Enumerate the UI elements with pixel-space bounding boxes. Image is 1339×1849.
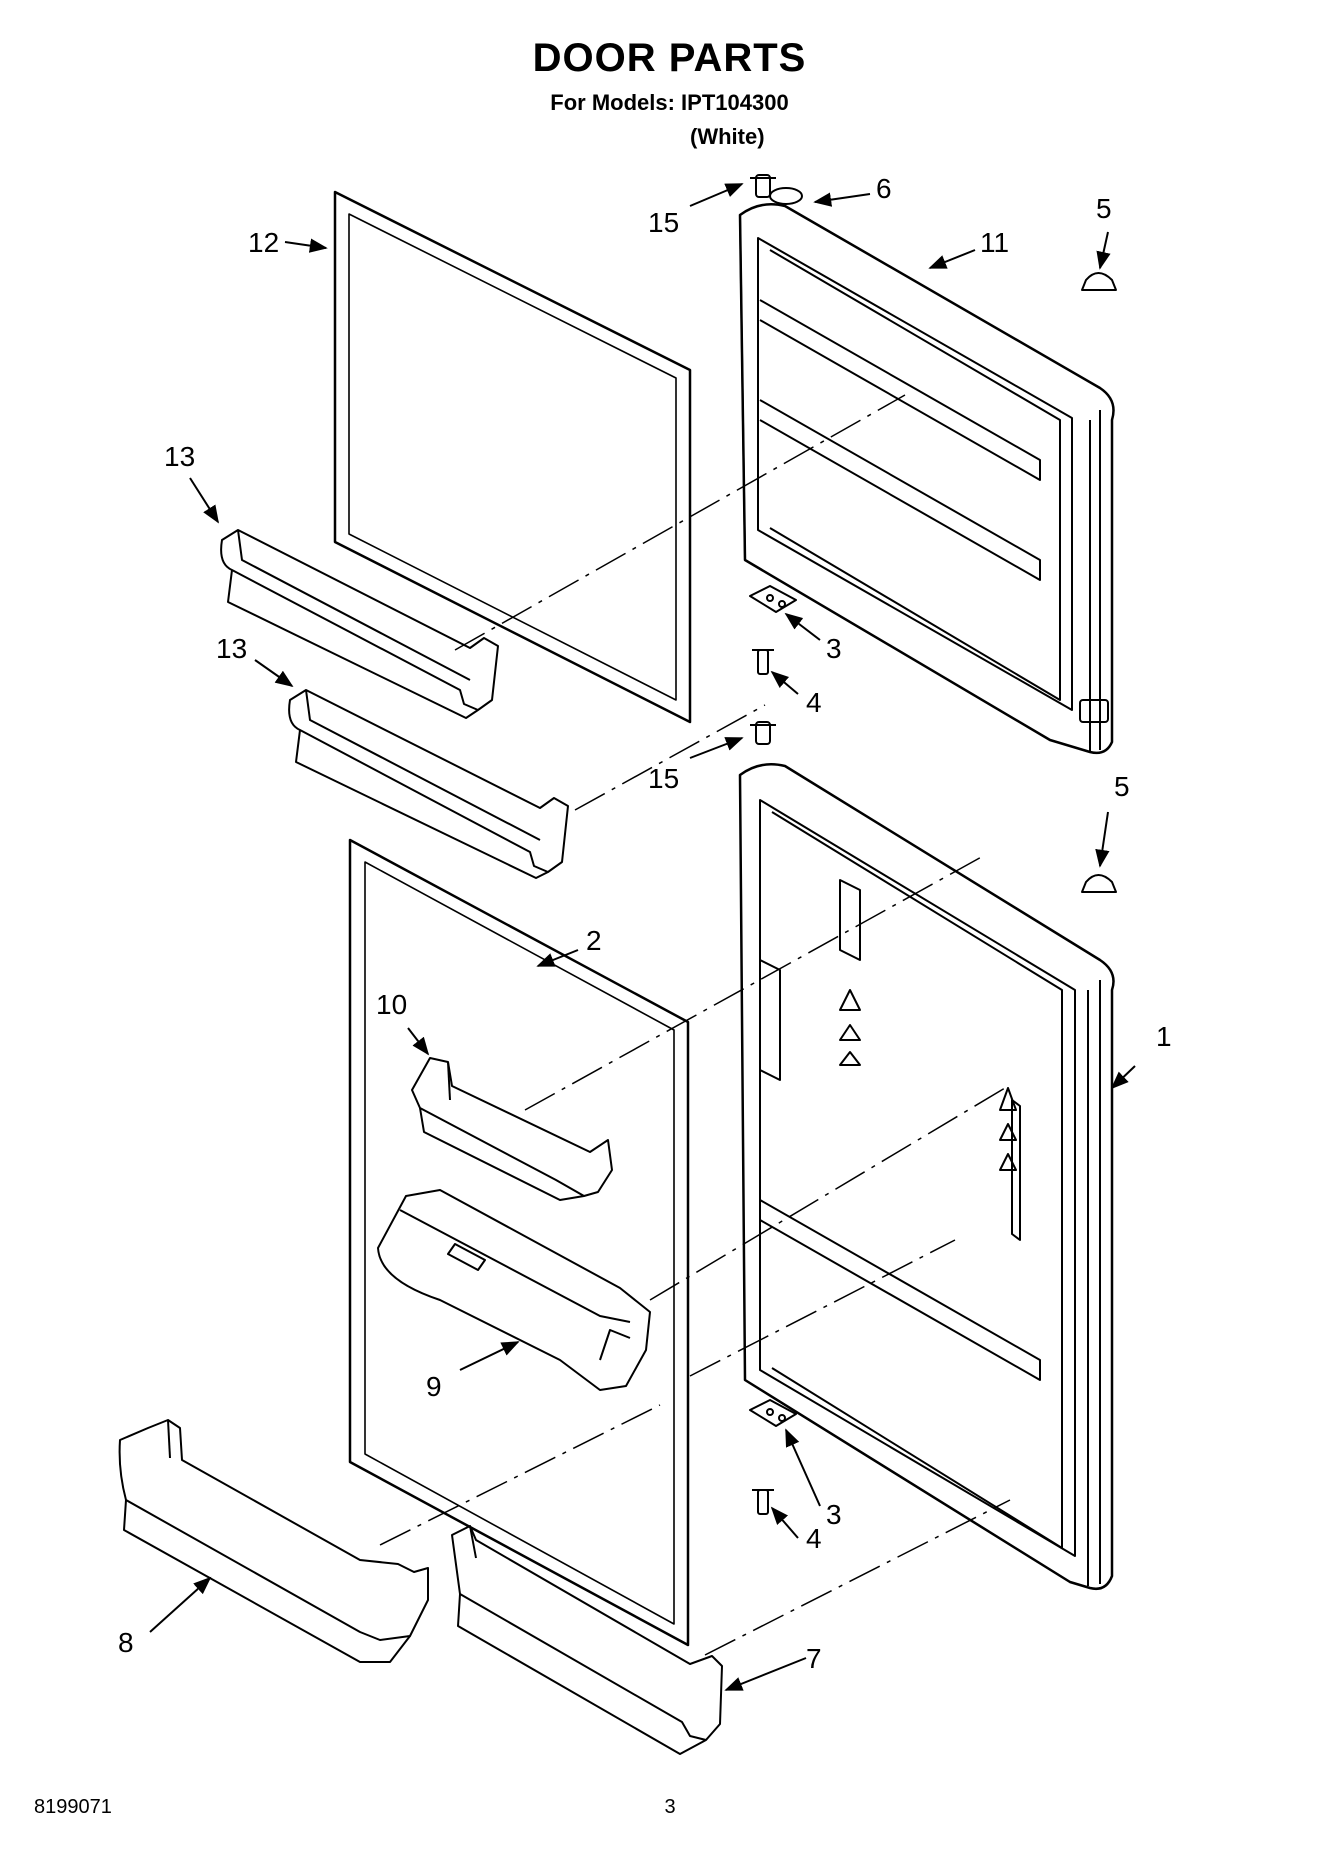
lower-plug-button bbox=[1081, 874, 1117, 893]
callout-13-upper: 13 bbox=[164, 441, 195, 472]
upper-plug-button bbox=[1081, 272, 1117, 291]
lower-door-gasket bbox=[348, 838, 690, 1647]
alignment-lines bbox=[379, 394, 1011, 1656]
callout-15-lower: 15 bbox=[648, 763, 679, 794]
large-door-bin bbox=[377, 1189, 651, 1391]
callout-arrows bbox=[149, 183, 1136, 1691]
callout-3-upper: 3 bbox=[826, 633, 842, 664]
bottom-tray bbox=[451, 1525, 723, 1755]
hinge-washer bbox=[769, 187, 803, 205]
callout-labels: 12 13 13 15 6 11 5 3 4 15 5 2 1 10 9 3 4… bbox=[118, 173, 1172, 1674]
callout-11: 11 bbox=[980, 227, 1009, 258]
callout-15-upper: 15 bbox=[648, 207, 679, 238]
bottom-left-bin bbox=[118, 1419, 429, 1663]
callout-4-upper: 4 bbox=[806, 687, 822, 718]
color-variant: (White) bbox=[690, 124, 765, 149]
upper-door bbox=[738, 203, 1115, 755]
upper-door-bin-top bbox=[220, 529, 499, 719]
callout-6: 6 bbox=[876, 173, 892, 204]
callout-10: 10 bbox=[376, 989, 407, 1020]
lower-door bbox=[738, 763, 1115, 1590]
upper-door-bin-bottom bbox=[288, 689, 569, 879]
upper-hinge-bracket bbox=[749, 585, 797, 613]
small-door-bin bbox=[411, 1057, 613, 1201]
callout-7: 7 bbox=[806, 1643, 822, 1674]
callout-2: 2 bbox=[586, 925, 602, 956]
callout-5-lower: 5 bbox=[1114, 771, 1130, 802]
callout-5-upper: 5 bbox=[1096, 193, 1112, 224]
callout-8: 8 bbox=[118, 1627, 134, 1658]
lower-hinge-pin bbox=[750, 721, 776, 745]
model-subtitle: For Models: IPT104300 bbox=[550, 90, 789, 115]
upper-hinge-screw bbox=[752, 649, 774, 675]
page-title: DOOR PARTS bbox=[532, 36, 807, 80]
lower-hinge-screw bbox=[752, 1489, 774, 1515]
callout-12: 12 bbox=[248, 227, 279, 258]
page-number: 3 bbox=[664, 1796, 676, 1818]
callout-13-lower: 13 bbox=[216, 633, 247, 664]
document-number: 8199071 bbox=[34, 1796, 112, 1818]
callout-1: 1 bbox=[1156, 1021, 1172, 1052]
upper-hinge-pin bbox=[750, 174, 776, 198]
callout-3-lower: 3 bbox=[826, 1499, 842, 1530]
callout-9: 9 bbox=[426, 1371, 442, 1402]
lower-hinge-bracket bbox=[749, 1399, 797, 1427]
upper-door-gasket bbox=[333, 190, 692, 724]
callout-4-lower: 4 bbox=[806, 1523, 822, 1554]
